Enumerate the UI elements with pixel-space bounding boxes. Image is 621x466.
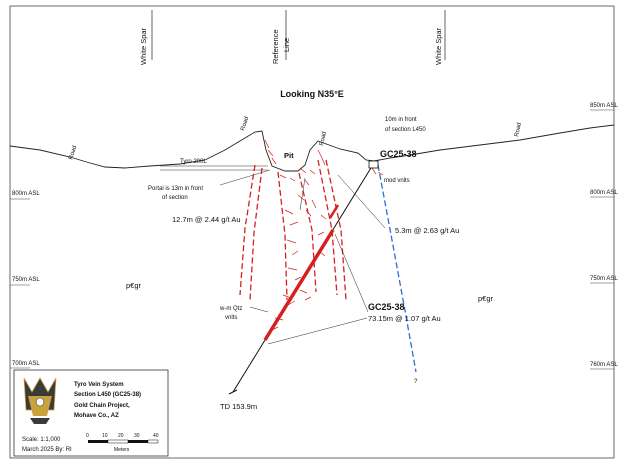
elevation-label-right-760: 760m ASL xyxy=(590,362,618,368)
portal-note-line-2: of section xyxy=(162,195,188,201)
scale-tick-20: 20 xyxy=(118,433,124,439)
elevation-label-left-800: 800m ASL xyxy=(12,191,40,197)
scale-tick-40: 40 xyxy=(153,433,159,439)
elevation-label-right-800: 800m ASL xyxy=(590,190,618,196)
fault-trace xyxy=(377,164,417,373)
grid-label-white-spar-left: White Spar xyxy=(139,27,148,65)
intercept-12m-label: 12.7m @ 2.44 g/t Au xyxy=(172,215,241,224)
elevation-label-left-700: 700m ASL xyxy=(12,361,40,367)
elevation-label-left-750: 750m ASL xyxy=(12,277,40,283)
intercept-73m-label: 73.15m @ 1.07 g/t Au xyxy=(368,314,441,323)
scale-unit: Meters xyxy=(114,447,130,453)
map-frame xyxy=(9,5,615,459)
legend-box: Tyro Vein System Section L450 (GC25-38) … xyxy=(13,369,169,457)
legend-scale: Scale: 1:1,000 xyxy=(22,437,61,443)
drillhole-toe-tick xyxy=(228,389,238,395)
intercept-73m xyxy=(263,229,335,341)
legend-date: March 2025 By: RI xyxy=(22,447,72,453)
front-note-line-2: of section L450 xyxy=(385,127,426,133)
tyro-200l-adit xyxy=(160,165,268,171)
vein-label-line-1: w-m Qtz xyxy=(219,306,242,312)
mod-veinlets-label: mod vnlts xyxy=(384,178,410,184)
drillhole-collar xyxy=(368,160,379,169)
scale-tick-10: 10 xyxy=(102,433,108,439)
pit-label: Pit xyxy=(284,151,294,160)
surface-vein-stockwork xyxy=(264,139,384,186)
scale-tick-0: 0 xyxy=(86,433,89,439)
intercept-leaders xyxy=(249,174,386,345)
company-logo xyxy=(23,377,57,424)
grid-label-reference-line-2: Line xyxy=(282,38,291,52)
legend-title-2: Section L450 (GC25-38) xyxy=(74,392,141,398)
scale-tick-30: 30 xyxy=(134,433,140,439)
tyro-200l-label: Tyro 200L xyxy=(180,159,207,165)
legend-project: Gold Chain Project, xyxy=(74,403,130,409)
road-label-4: Road xyxy=(514,122,523,137)
elevation-ticks xyxy=(10,109,614,370)
legend-title-1: Tyro Vein System xyxy=(74,382,124,388)
scale-bar xyxy=(88,439,159,444)
collar-label: GC25-38 xyxy=(380,149,417,159)
view-direction-title: Looking N35°E xyxy=(280,89,344,99)
elevation-label-right-750: 750m ASL xyxy=(590,276,618,282)
intercept-12m xyxy=(328,204,340,219)
fault-question-mark: ? xyxy=(414,379,418,385)
road-label-2: Road xyxy=(240,116,250,131)
grid-label-reference-line-1: Reference xyxy=(271,29,280,64)
road-label-1: Road xyxy=(68,145,78,160)
geology-unit-left: p€gr xyxy=(126,281,142,290)
intercept-5m-label: 5.3m @ 2.63 g/t Au xyxy=(395,226,459,235)
elevation-label-right-850: 850m ASL xyxy=(590,103,618,109)
front-note-line-1: 10m in front xyxy=(385,117,417,123)
legend-location: Mohave Co., AZ xyxy=(74,413,119,419)
grid-label-white-spar-right: White Spar xyxy=(434,27,443,65)
td-label: TD 153.9m xyxy=(220,402,257,411)
portal-note-line-1: Portal is 13m in front xyxy=(148,186,203,192)
topographic-surface xyxy=(9,124,615,172)
portal-leader xyxy=(219,169,271,186)
vein-zones xyxy=(239,159,347,301)
veinlet-hatching xyxy=(271,194,327,331)
grid-reference-lines xyxy=(151,10,446,60)
road-label-3: Road xyxy=(319,131,328,146)
geology-unit-right: p€gr xyxy=(478,294,494,303)
toe-hole-label: GC25-38 xyxy=(368,302,405,312)
vein-label-line-2: vnlts xyxy=(225,315,237,321)
